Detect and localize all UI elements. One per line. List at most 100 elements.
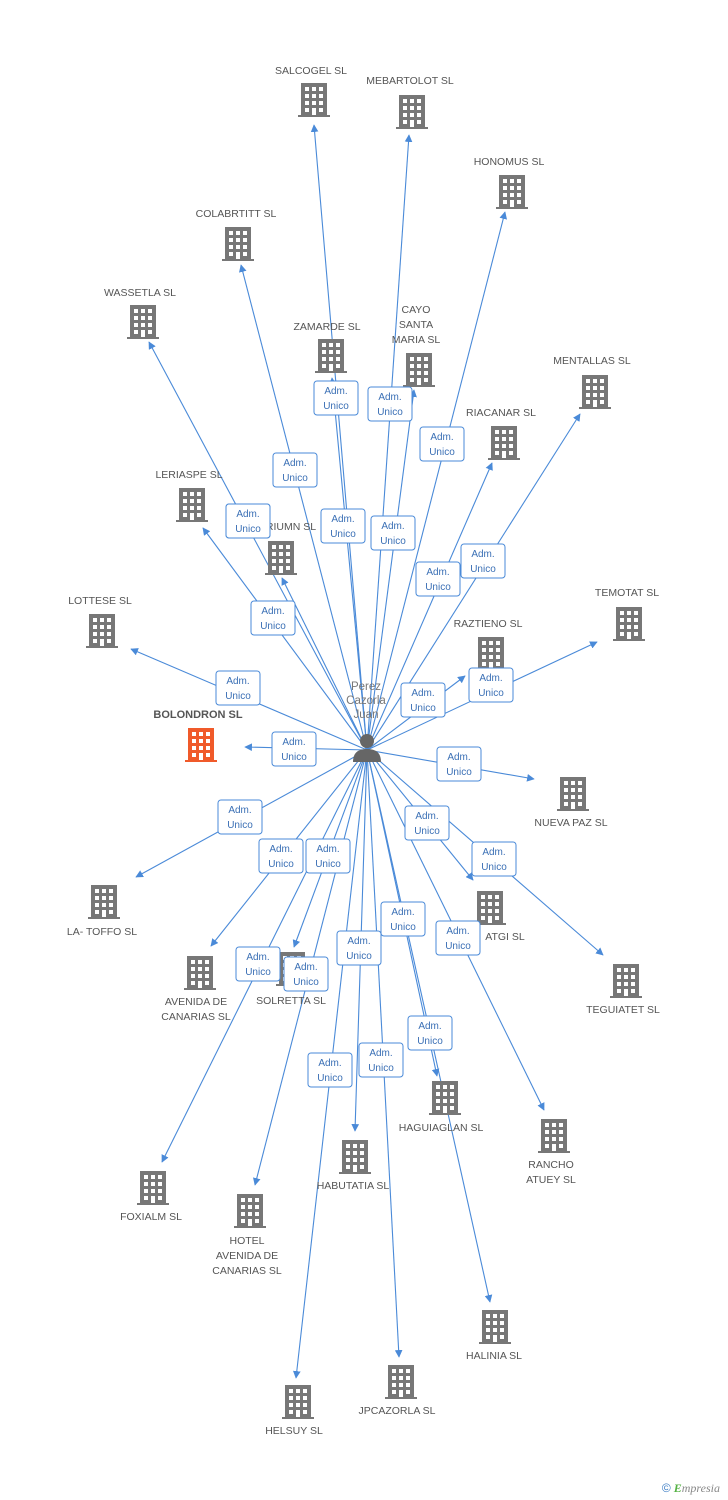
role-badge-hotel[interactable]: Adm.Unico bbox=[283, 956, 329, 992]
role-badge-honomus[interactable]: Adm.Unico bbox=[419, 426, 465, 462]
role-badge-solretta[interactable]: Adm.Unico bbox=[305, 838, 351, 874]
person-name-line-1: Perez bbox=[351, 681, 381, 693]
company-node-mebartolot[interactable]: MEBARTOLOT SL bbox=[366, 75, 454, 129]
role-badge-riumn[interactable]: Adm.Unico bbox=[250, 600, 296, 636]
role-badge-habutatia[interactable]: Adm.Unico bbox=[336, 930, 382, 966]
role-badge-avenida[interactable]: Adm.Unico bbox=[258, 838, 304, 874]
role-text: Unico bbox=[481, 862, 507, 873]
role-text: Unico bbox=[235, 524, 261, 535]
company-node-jpcazorla[interactable]: JPCAZORLA SL bbox=[358, 1365, 436, 1417]
building-icon bbox=[265, 541, 297, 575]
role-text: Adm. bbox=[391, 907, 414, 918]
company-node-temotat[interactable]: TEMOTAT SL bbox=[595, 587, 659, 641]
role-text: Adm. bbox=[479, 673, 502, 684]
edge-mebartolot bbox=[366, 134, 413, 751]
edge-zamarde bbox=[328, 377, 368, 751]
role-text: Adm. bbox=[447, 752, 470, 763]
role-text: Adm. bbox=[226, 676, 249, 687]
role-badge-foxialm[interactable]: Adm.Unico bbox=[235, 946, 281, 982]
company-node-wassetla[interactable]: WASSETLA SL bbox=[104, 287, 176, 339]
role-badge-halinia[interactable]: Adm.Unico bbox=[407, 1015, 453, 1051]
company-name: RANCHO bbox=[528, 1159, 574, 1171]
role-badge-rancho[interactable]: Adm.Unico bbox=[435, 920, 481, 956]
role-text: Unico bbox=[281, 752, 307, 763]
building-icon bbox=[429, 1081, 461, 1115]
role-badge-mentallas[interactable]: Adm.Unico bbox=[460, 543, 506, 579]
role-text: Unico bbox=[417, 1036, 443, 1047]
building-icon bbox=[222, 227, 254, 261]
role-badge-cayo[interactable]: Adm.Unico bbox=[370, 515, 416, 551]
role-badge-zamarde[interactable]: Adm.Unico bbox=[320, 508, 366, 544]
company-node-solretta[interactable]: SOLRETTA SL bbox=[256, 952, 326, 1007]
company-node-lottese[interactable]: LOTTESE SL bbox=[68, 595, 132, 648]
roles-layer: Adm.UnicoAdm.UnicoAdm.UnicoAdm.UnicoAdm.… bbox=[215, 380, 517, 1088]
role-text: Adm. bbox=[228, 805, 251, 816]
edge-leriaspe bbox=[202, 527, 368, 751]
company-node-raztieno[interactable]: RAZTIENO SL bbox=[454, 618, 523, 671]
company-node-riumn[interactable]: RIUMN SL bbox=[265, 521, 316, 575]
edge-honomus bbox=[366, 211, 508, 751]
company-node-leriaspe[interactable]: LERIASPE SL bbox=[155, 469, 223, 522]
role-badge-jpcazorla[interactable]: Adm.Unico bbox=[358, 1042, 404, 1078]
company-name: RIACANAR SL bbox=[466, 407, 536, 419]
role-badge-teguiatet[interactable]: Adm.Unico bbox=[471, 841, 517, 877]
company-node-colabrtitt[interactable]: COLABRTITT SL bbox=[196, 208, 277, 261]
role-badge-riacanar[interactable]: Adm.Unico bbox=[415, 561, 461, 597]
role-badge-raztieno[interactable]: Adm.Unico bbox=[400, 682, 446, 718]
company-node-habutatia[interactable]: HABUTATIA SL bbox=[317, 1140, 390, 1192]
company-node-riacanar[interactable]: RIACANAR SL bbox=[466, 407, 536, 460]
company-node-foxialm[interactable]: FOXIALM SL bbox=[120, 1171, 182, 1223]
company-node-atgi[interactable]: ATGI SL bbox=[474, 891, 525, 943]
role-text: Adm. bbox=[318, 1058, 341, 1069]
role-badge-colabrtitt[interactable]: Adm.Unico bbox=[272, 452, 318, 488]
company-name: LA- TOFFO SL bbox=[67, 926, 137, 938]
building-icon bbox=[613, 607, 645, 641]
building-icon bbox=[88, 885, 120, 919]
role-badge-temotat[interactable]: Adm.Unico bbox=[468, 667, 514, 703]
role-badge-salcogel[interactable]: Adm.Unico bbox=[313, 380, 359, 416]
company-node-salcogel[interactable]: SALCOGEL SL bbox=[275, 65, 347, 117]
company-node-mentallas[interactable]: MENTALLAS SL bbox=[553, 355, 631, 409]
edge-cayo bbox=[366, 389, 417, 751]
company-node-zamarde[interactable]: ZAMARDE SL bbox=[293, 321, 361, 373]
center-person-node[interactable]: Perez Cazorla Juan bbox=[346, 681, 386, 762]
role-badge-atgi[interactable]: Adm.Unico bbox=[404, 805, 450, 841]
company-node-latoffo[interactable]: LA- TOFFO SL bbox=[67, 885, 137, 938]
company-name: ATGI SL bbox=[485, 931, 525, 943]
company-node-nuevapaz[interactable]: NUEVA PAZ SL bbox=[534, 777, 608, 829]
person-icon bbox=[353, 734, 381, 762]
role-badge-haguiaglan[interactable]: Adm. Unico bbox=[380, 901, 426, 937]
company-name: FOXIALM SL bbox=[120, 1211, 182, 1223]
role-text: Adm. bbox=[316, 844, 339, 855]
company-node-haguiaglan[interactable]: HAGUIAGLAN SL bbox=[399, 1081, 484, 1134]
role-badge-latoffo[interactable]: Adm.Unico bbox=[217, 799, 263, 835]
company-node-bolondron[interactable]: BOLONDRON SL bbox=[153, 709, 243, 762]
role-badge-lottese[interactable]: Adm.Unico bbox=[215, 670, 261, 706]
company-node-helsuy[interactable]: HELSUY SL bbox=[265, 1385, 323, 1437]
building-icon bbox=[176, 488, 208, 522]
company-name: HALINIA SL bbox=[466, 1350, 522, 1362]
role-text: Adm. bbox=[283, 458, 306, 469]
company-node-teguiatet[interactable]: TEGUIATET SL bbox=[586, 964, 660, 1016]
role-text: Unico bbox=[390, 922, 416, 933]
company-name: HELSUY SL bbox=[265, 1425, 323, 1437]
company-node-halinia[interactable]: HALINIA SL bbox=[466, 1310, 522, 1362]
company-node-honomus[interactable]: HONOMUS SL bbox=[474, 156, 545, 209]
role-badge-nuevapaz[interactable]: Adm.Unico bbox=[436, 746, 482, 782]
company-name: RIUMN SL bbox=[266, 521, 316, 533]
role-badge-bolondron[interactable]: Adm.Unico bbox=[271, 731, 317, 767]
role-text: Adm. bbox=[236, 509, 259, 520]
role-badge-mebartolot[interactable]: Adm.Unico bbox=[367, 386, 413, 422]
role-badge-leriaspe[interactable]: Adm. Unico bbox=[225, 503, 271, 539]
person-name-line-2: Cazorla bbox=[346, 695, 386, 707]
role-badge-helsuy[interactable]: Adm.Unico bbox=[307, 1052, 353, 1088]
building-icon bbox=[86, 614, 118, 648]
company-name: CANARIAS SL bbox=[161, 1011, 231, 1023]
company-name: BOLONDRON SL bbox=[153, 709, 243, 721]
edge-riacanar bbox=[366, 462, 493, 751]
company-name: WASSETLA SL bbox=[104, 287, 176, 299]
